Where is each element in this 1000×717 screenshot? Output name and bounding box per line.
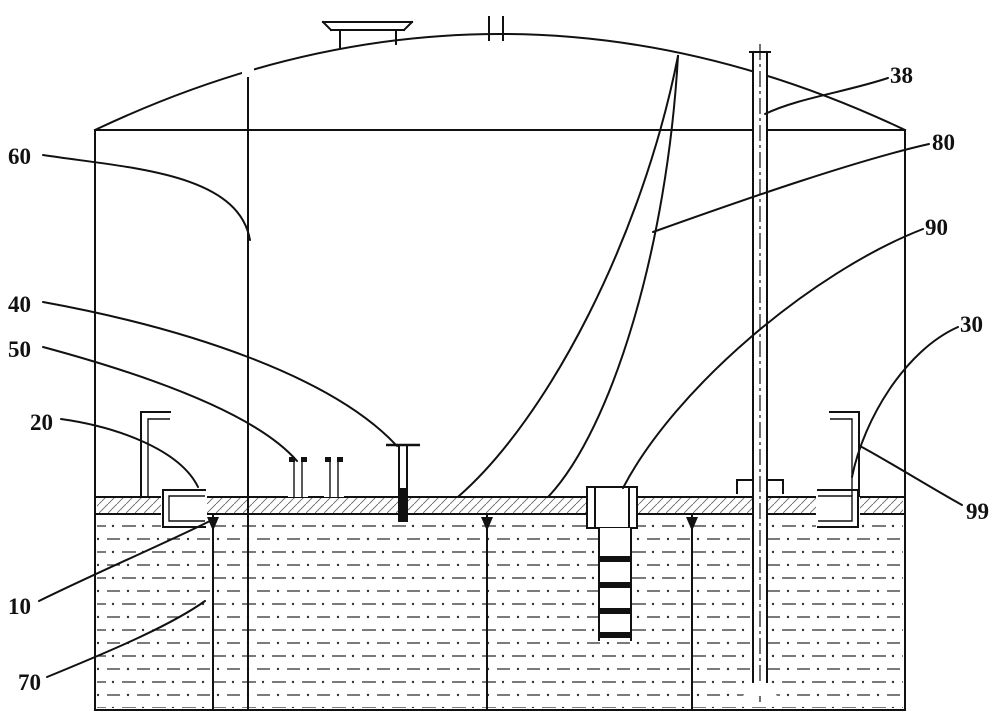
bleeder-vent [386, 443, 420, 522]
access-ladder [598, 527, 632, 642]
right-rim-seal [816, 411, 860, 528]
support-leg-pin [481, 517, 493, 531]
right-rim-fill [816, 489, 860, 528]
label-30: 30 [960, 312, 983, 337]
clamp-bolt [337, 457, 343, 462]
clamp-bolt [325, 457, 331, 462]
roof-hatch-right-cap [402, 20, 414, 32]
deck-manhole [586, 486, 638, 529]
label-90: 90 [925, 215, 948, 240]
leader-lines [38, 77, 963, 678]
label-10: 10 [8, 594, 31, 619]
ladder-rung [599, 632, 631, 638]
tank-shell [93, 33, 907, 711]
clamp-body [324, 461, 344, 497]
leader-40 [42, 301, 398, 447]
cable-right-line [547, 54, 680, 498]
label-60: 60 [8, 144, 31, 169]
left-rim-channel-inner [168, 495, 205, 522]
roof-hatch-left-cap [321, 20, 333, 32]
deck-hatch [97, 497, 903, 514]
left-rim-bracket-outer [140, 411, 171, 497]
pipe-foot [743, 683, 777, 696]
anti-static-cable [457, 54, 680, 498]
support-leg-pin [686, 517, 698, 531]
label-80: 80 [932, 130, 955, 155]
ladder-rung [599, 608, 631, 614]
pipe-deck-collar-left [736, 479, 754, 494]
right-rim-bracket-inner [830, 418, 853, 496]
pipe-interior [753, 52, 767, 683]
label-70: 70 [18, 670, 41, 695]
bleeder-sleeve [398, 488, 408, 522]
pipe-deck-collar-right [766, 479, 784, 494]
ladder-rung [599, 556, 631, 562]
deck-clamp-2 [324, 457, 344, 497]
deck-clamp-1 [288, 457, 308, 497]
deck-support-legs [207, 513, 698, 709]
leader-60 [42, 154, 251, 241]
clamp-bolt [289, 457, 295, 462]
label-50: 50 [8, 337, 31, 362]
stored-liquid [97, 514, 903, 708]
tank-dome-roof [93, 33, 907, 132]
left-rim-seal [140, 411, 207, 528]
label-40: 40 [8, 292, 31, 317]
clamp-bolt [301, 457, 307, 462]
label-38: 38 [890, 63, 913, 88]
mushroom-vent-cap [479, 5, 513, 17]
roof-hatch-vent [321, 20, 414, 49]
leader-99 [859, 445, 963, 506]
cable-left-line [457, 54, 680, 498]
leader-80 [652, 143, 930, 233]
right-rim-channel-inner [818, 495, 853, 522]
ladder-rung [599, 582, 631, 588]
clamp-body [288, 461, 308, 497]
leader-38 [764, 77, 889, 115]
label-99: 99 [966, 499, 989, 524]
gauge-pipe [736, 44, 784, 702]
guide-pole [242, 66, 254, 709]
part-labels: 60 40 50 20 10 70 38 80 90 30 99 [8, 63, 989, 695]
leader-70 [46, 600, 206, 678]
floating-deck [94, 496, 906, 515]
left-rim-channel-outer [162, 489, 206, 528]
leader-30 [851, 326, 959, 478]
label-20: 20 [30, 410, 53, 435]
leader-50 [42, 346, 298, 462]
leader-90 [622, 228, 924, 489]
right-rim-channel-outer [817, 489, 859, 528]
left-rim-bracket-inner [147, 418, 170, 496]
right-rim-bracket-outer [829, 411, 860, 497]
left-rim-fill [161, 489, 207, 528]
leader-20 [60, 418, 199, 488]
roof-mushroom-vent [479, 5, 513, 41]
guide-pole-roof-mount [242, 66, 254, 78]
leader-10 [38, 520, 211, 602]
